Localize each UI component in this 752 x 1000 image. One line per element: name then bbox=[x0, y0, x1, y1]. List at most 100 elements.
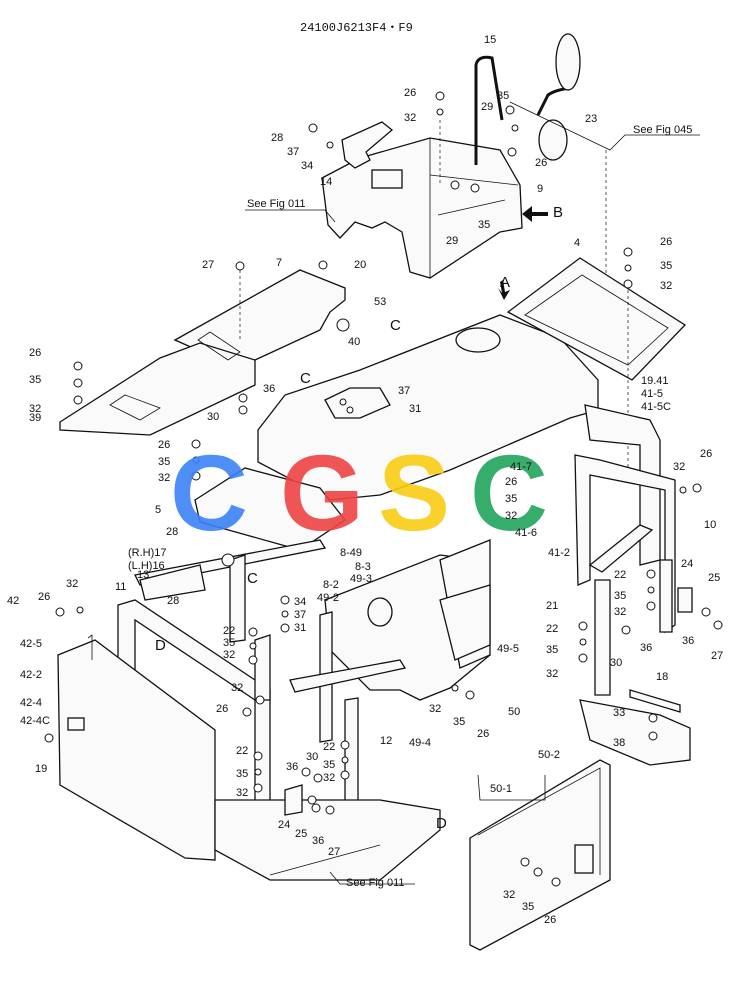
callout-label: 26 bbox=[38, 591, 50, 603]
callout-label: 32 bbox=[660, 280, 672, 292]
callout-label: 37 bbox=[398, 385, 410, 397]
callout-label: 29 bbox=[446, 235, 458, 247]
view-marker-d2: D bbox=[436, 815, 447, 832]
arrow-b-icon bbox=[522, 206, 548, 222]
floor-plate-part-39 bbox=[59, 342, 256, 436]
callout-label: 15 bbox=[484, 34, 496, 46]
callout-label: 19 bbox=[35, 763, 47, 775]
callout-label: 32 bbox=[323, 772, 335, 784]
side-label-lh: (L.H)16 bbox=[128, 560, 165, 572]
handle-part-18 bbox=[629, 689, 681, 713]
post-part-12 bbox=[344, 697, 359, 803]
callout-label: 26 bbox=[158, 439, 170, 451]
view-marker-c1: C bbox=[390, 317, 401, 334]
callout-label: 10 bbox=[704, 519, 716, 531]
callout-label: 24 bbox=[681, 558, 693, 570]
callout-label: 36 bbox=[286, 761, 298, 773]
main-cover-assembly bbox=[257, 247, 687, 501]
frame-post-part-21 bbox=[594, 579, 611, 696]
callout-label: 42-4C bbox=[20, 715, 50, 727]
callout-label: 32 bbox=[503, 889, 515, 901]
callout-label: 26 bbox=[477, 728, 489, 740]
callout-label: 26 bbox=[404, 87, 416, 99]
callout-label: 41-2 bbox=[548, 547, 570, 559]
callout-label: 35 bbox=[453, 716, 465, 728]
callout-label: 21 bbox=[546, 600, 558, 612]
panel-part-5 bbox=[194, 467, 346, 551]
cover-part-49-5 bbox=[439, 584, 491, 661]
callout-label: 9 bbox=[537, 183, 543, 195]
left-frame-assembly bbox=[44, 539, 441, 881]
bracket-part-14 bbox=[341, 121, 394, 169]
callout-label: 35 bbox=[660, 260, 672, 272]
callout-label: 35 bbox=[158, 456, 170, 468]
mirror-base bbox=[538, 119, 568, 161]
callout-label: 8-2 bbox=[323, 579, 339, 591]
callout-label: 26 bbox=[216, 703, 228, 715]
callout-label: 23 bbox=[585, 113, 597, 125]
callout-label: 8-49 bbox=[340, 547, 362, 559]
callout-label: 32 bbox=[66, 578, 78, 590]
callout-label: 32 bbox=[546, 668, 558, 680]
callout-label: 32 bbox=[404, 112, 416, 124]
callout-label: 42-2 bbox=[20, 669, 42, 681]
callout-label: 36 bbox=[263, 383, 275, 395]
callout-label: 37 bbox=[294, 609, 306, 621]
view-marker-c3: C bbox=[247, 570, 258, 587]
callout-label: 32 bbox=[673, 461, 685, 473]
see-ref-fig045: See Fig 045 bbox=[633, 124, 692, 136]
callout-label: 27 bbox=[711, 650, 723, 662]
callout-label: 49-5 bbox=[497, 643, 519, 655]
center-support-assembly bbox=[289, 539, 491, 803]
hood-cutout bbox=[371, 169, 403, 189]
cover-lid-part-37 bbox=[324, 387, 391, 419]
callout-label: 38 bbox=[613, 737, 625, 749]
callout-label: 5 bbox=[155, 504, 161, 516]
view-marker-c2: C bbox=[300, 370, 311, 387]
callout-label: 32 bbox=[429, 703, 441, 715]
callout-label: 50 bbox=[508, 706, 520, 718]
callout-label: 22 bbox=[546, 623, 558, 635]
panel-50-assembly bbox=[469, 759, 611, 951]
callout-label: 41-5C bbox=[641, 401, 671, 413]
callout-label: 20 bbox=[354, 259, 366, 271]
callout-label: 29 bbox=[481, 101, 493, 113]
callout-label: 39 bbox=[29, 412, 41, 424]
drawing-code: 24100J6213F4・F9 bbox=[300, 21, 413, 35]
callout-label: 42 bbox=[7, 595, 19, 607]
callout-label: 36 bbox=[640, 642, 652, 654]
callout-label: 42-4 bbox=[20, 697, 42, 709]
callout-label: 35 bbox=[478, 219, 490, 231]
callout-label: 7 bbox=[276, 257, 282, 269]
callout-label: 35 bbox=[223, 637, 235, 649]
mirror-part-23 bbox=[555, 33, 581, 91]
callout-label: 19.41 bbox=[641, 375, 669, 387]
bracket-part-13 bbox=[139, 564, 206, 601]
callout-label: 26 bbox=[505, 476, 517, 488]
callout-label: 22 bbox=[614, 569, 626, 581]
callout-label: 11 bbox=[115, 581, 126, 593]
callout-label: 14 bbox=[320, 176, 332, 188]
callout-label: 31 bbox=[294, 622, 306, 634]
callout-label: 41-5 bbox=[641, 388, 663, 400]
callout-label: 22 bbox=[223, 625, 235, 637]
view-marker-d1: D bbox=[155, 637, 166, 654]
floor-plate-assembly bbox=[59, 260, 350, 436]
callout-label: 32 bbox=[505, 510, 517, 522]
see-ref-fig011-top: See Fig 011 bbox=[247, 198, 306, 210]
callout-label: 32 bbox=[158, 472, 170, 484]
arrow-a-icon bbox=[498, 280, 510, 300]
callout-label: 26 bbox=[535, 157, 547, 169]
see-ref-fig011-bottom: See Fig 011 bbox=[346, 877, 405, 889]
callout-label: 35 bbox=[505, 493, 517, 505]
callout-label: 35 bbox=[497, 90, 509, 102]
callout-label: 22 bbox=[236, 745, 248, 757]
callout-label: 25 bbox=[708, 572, 720, 584]
watermark-letter-1: C bbox=[170, 432, 248, 553]
callout-label: 41-6 bbox=[515, 527, 537, 539]
callout-label: 34 bbox=[301, 160, 313, 172]
callout-label: 26 bbox=[29, 347, 41, 359]
door-part-42 bbox=[57, 639, 216, 861]
callout-label: 26 bbox=[660, 236, 672, 248]
